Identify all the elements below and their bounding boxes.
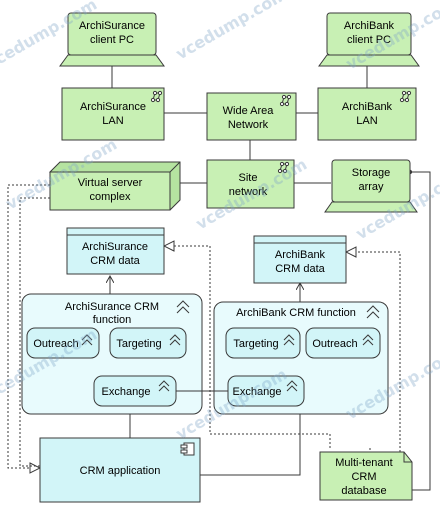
outreach-right-label: Outreach [312,338,357,350]
multi-tenant-db-label-3: database [341,485,386,497]
targeting-right-label: Targeting [233,338,278,350]
targeting-function-left: Targeting [109,327,187,359]
outreach-function-right: Outreach [305,327,381,359]
archisurance-crm-data-label-2: CRM data [90,255,140,267]
storage-array-label-1: Storage [352,167,391,179]
function-icon [366,305,380,319]
site-network: Site network [206,159,295,209]
function-icon [176,300,190,314]
wan-label-2: Network [228,119,269,131]
multi-tenant-crm-database: Multi-tenant CRM database [319,451,413,501]
site-network-label-2: network [229,186,268,198]
archibank-client-pc: ArchiBank client PC [318,12,420,67]
function-icon [158,380,170,392]
storage-array-label-2: array [358,181,384,193]
archisurance-crm-function-label-1: ArchiSurance CRM [65,301,159,313]
function-icon [362,334,374,346]
archisurance-client-pc-label-1: ArchiSurance [79,20,145,32]
storage-array: Storage array [324,159,418,213]
archibank-crm-data-label-1: ArchiBank [275,249,326,261]
archibank-crm-data-label-2: CRM data [275,263,325,275]
virtual-server-complex: Virtual server complex [49,161,181,211]
connectors [110,62,431,491]
archibank-crm-function-label: ArchiBank CRM function [236,307,356,319]
wan-label-1: Wide Area [223,105,275,117]
function-icon [169,334,181,346]
crm-application: CRM application [39,437,201,503]
network-icon [399,90,412,103]
archisurance-client-pc: ArchiSurance client PC [59,12,165,67]
archibank-lan: ArchiBank LAN [317,87,417,141]
network-icon [279,94,292,107]
site-network-label-1: Site [239,172,258,184]
network-icon [150,90,163,103]
function-icon [286,380,298,392]
exchange-function-left: Exchange [93,375,177,407]
archibank-client-pc-label-1: ArchiBank [344,20,395,32]
archisurance-crm-data-label-1: ArchiSurance [82,241,148,253]
wide-area-network: Wide Area Network [206,92,297,141]
archisurance-lan-label-1: ArchiSurance [80,101,146,113]
archibank-client-pc-label-2: client PC [347,34,391,46]
watermark-text: vcedump.com [173,0,291,63]
function-icon [81,334,93,346]
archisurance-crm-data: ArchiSurance CRM data [66,227,165,275]
exchange-right-label: Exchange [233,386,282,398]
component-icon [180,442,195,456]
targeting-left-label: Targeting [116,338,161,350]
network-icon [277,161,290,174]
archisurance-lan-label-2: LAN [102,115,123,127]
multi-tenant-db-label-1: Multi-tenant [335,457,392,469]
outreach-left-label: Outreach [33,338,78,350]
archisurance-client-pc-label-2: client PC [90,34,134,46]
archibank-lan-label-1: ArchiBank [342,101,393,113]
exchange-function-right: Exchange [227,375,305,407]
outreach-function-left: Outreach [26,327,100,359]
archibank-crm-data: ArchiBank CRM data [253,235,347,284]
exchange-left-label: Exchange [102,386,151,398]
virtual-server-label-1: Virtual server [78,177,143,189]
targeting-function-right: Targeting [225,327,301,359]
function-icon [283,334,295,346]
multi-tenant-db-label-2: CRM [351,471,376,483]
archibank-lan-label-2: LAN [356,115,377,127]
virtual-server-label-2: complex [90,191,131,203]
crm-application-label: CRM application [80,465,161,477]
archisurance-lan: ArchiSurance LAN [61,87,165,141]
archisurance-crm-function-label-2: function [93,314,132,326]
